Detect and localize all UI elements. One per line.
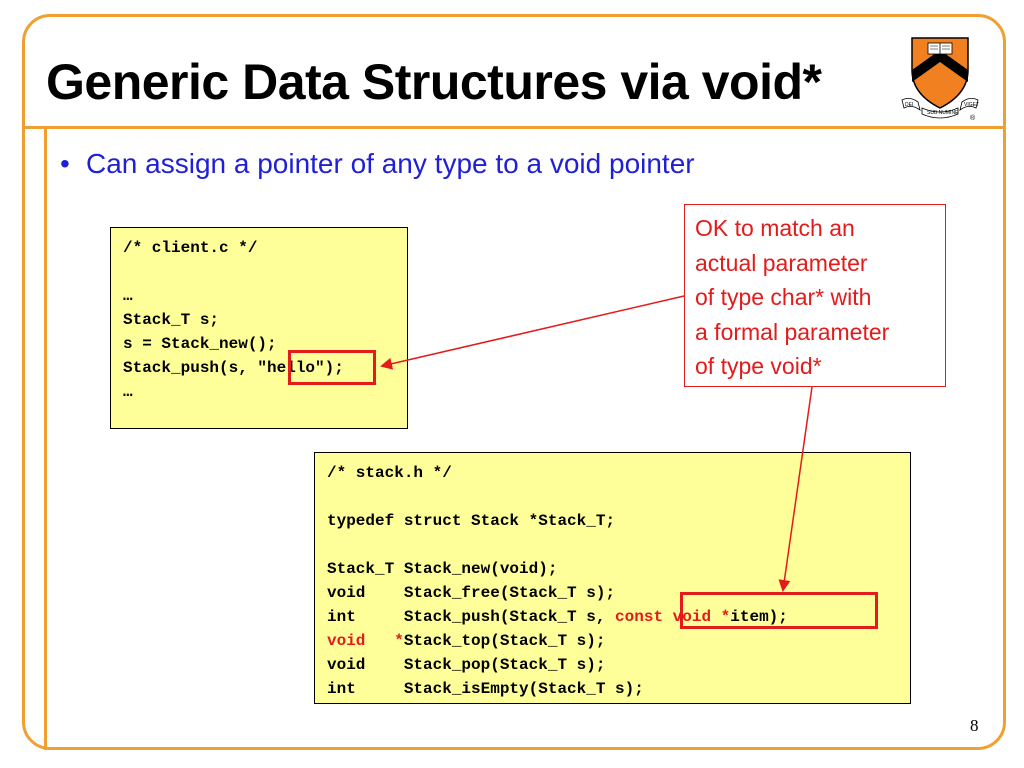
code-line: /* client.c */ [123, 239, 258, 257]
code-line: Stack_push(s, "hello"); [123, 359, 344, 377]
callout-line: of type void* [695, 353, 822, 379]
client-code-box: /* client.c */ … Stack_T s; s = Stack_ne… [110, 227, 408, 429]
code-line: int Stack_isEmpty(Stack_T s); [327, 680, 644, 698]
hello-argument-highlight [288, 350, 376, 385]
slide-title: Generic Data Structures via void* [46, 54, 822, 110]
code-line: void Stack_pop(Stack_T s); [327, 656, 606, 674]
bullet-dot: • [60, 148, 70, 179]
code-line: /* stack.h */ [327, 464, 452, 482]
callout-line: a formal parameter [695, 318, 890, 345]
code-line-top: void *Stack_top(Stack_T s); [327, 629, 910, 653]
code-push-prefix: int Stack_push(Stack_T s, [327, 608, 616, 626]
code-push-suffix: ); [768, 608, 788, 626]
logo-ribbon-right: VIGET [964, 102, 979, 108]
princeton-shield-logo: DEI VIGET SUB NUMINE ® [901, 37, 979, 122]
stack-header-code-box: /* stack.h */ typedef struct Stack *Stac… [314, 452, 911, 704]
code-line: Stack_T Stack_new(void); [327, 560, 558, 578]
code-top-rest: Stack_top(Stack_T s); [403, 632, 606, 650]
bullet-text: Can assign a pointer of any type to a vo… [86, 148, 695, 179]
code-line: Stack_T s; [123, 311, 220, 329]
code-line: s = Stack_new(); [123, 335, 277, 353]
logo-ribbon-middle: SUB NUMINE [927, 110, 959, 116]
page-number: 8 [970, 716, 979, 735]
callout-box: OK to match an actual parameter of type … [684, 204, 946, 387]
code-line: … [123, 287, 133, 305]
registered-mark: ® [970, 114, 976, 122]
code-void-return: void [327, 632, 366, 650]
code-line: void Stack_free(Stack_T s); [327, 584, 616, 602]
code-line: typedef struct Stack *Stack_T; [327, 512, 616, 530]
arrow-to-hello [380, 295, 685, 370]
callout-line: of type char* with [695, 284, 872, 310]
bullet-item: • Can assign a pointer of any type to a v… [60, 146, 695, 182]
void-param-highlight [680, 592, 878, 629]
title-divider [22, 126, 1006, 129]
callout-line: actual parameter [695, 249, 868, 276]
arrow-to-void-param [778, 386, 813, 592]
code-item-param: item [730, 608, 769, 626]
logo-ribbon-left: DEI [905, 102, 913, 108]
code-star: * [394, 632, 404, 650]
slide-frame [22, 14, 1006, 750]
code-line: … [123, 383, 133, 401]
left-divider [44, 126, 47, 750]
callout-line: OK to match an [695, 215, 855, 241]
